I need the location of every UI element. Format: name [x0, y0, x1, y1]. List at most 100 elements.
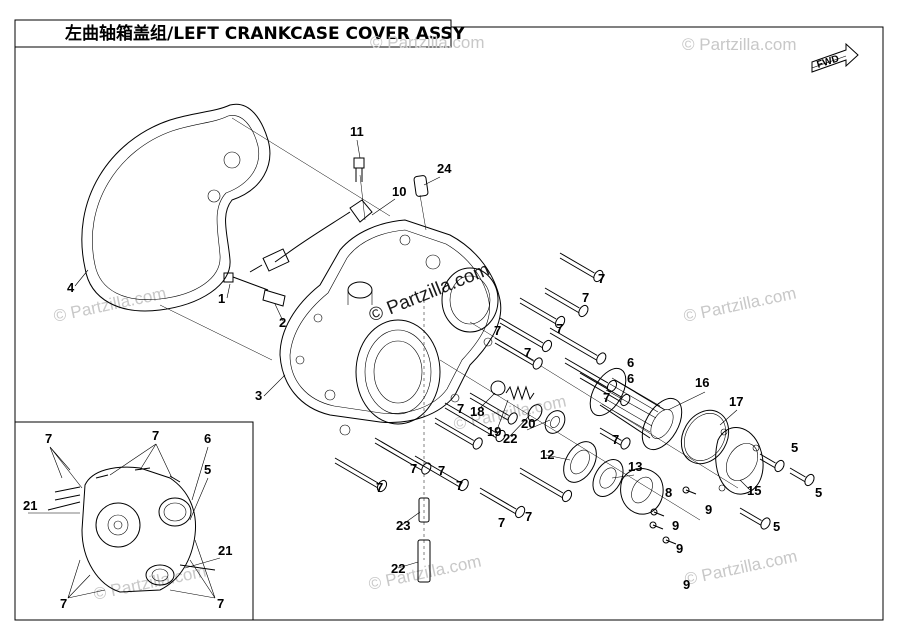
- bolt-head: [458, 478, 469, 492]
- callout-label: 2: [279, 315, 286, 330]
- watermark: © Partzilla.com: [682, 35, 797, 54]
- plate-part-8: [620, 468, 664, 515]
- callout-label: 15: [747, 483, 761, 498]
- filter-cover-part-16: [715, 427, 764, 495]
- diagram-frame: [14, 26, 884, 621]
- callout-label: 7: [410, 461, 417, 476]
- bolt-shaft: [479, 487, 517, 515]
- bolt-head: [495, 429, 506, 443]
- bolt-shaft: [414, 455, 460, 488]
- washer-part-19: [527, 404, 543, 422]
- bolt-head: [532, 357, 543, 370]
- bolt-part-1: [223, 272, 269, 291]
- callout-label: 13: [628, 459, 642, 474]
- bolt-shaft: [374, 437, 423, 471]
- oil-filter-part-14: [589, 367, 683, 451]
- bolt-shaft: [559, 252, 595, 279]
- watermark: © Partzilla.com: [682, 284, 798, 326]
- title-box: [14, 19, 452, 48]
- callout-label: 19: [487, 424, 501, 439]
- callout-label: 7: [457, 401, 464, 416]
- callout-label: 7: [498, 515, 505, 530]
- bolt-shaft: [499, 317, 544, 349]
- bolt-shaft: [564, 357, 609, 389]
- bolt-set-part-7: [334, 252, 815, 530]
- callout-label: 7: [582, 290, 589, 305]
- callout-label: 24: [437, 161, 452, 176]
- callout-label: 7: [525, 509, 532, 524]
- o-ring-part-15: [680, 409, 730, 465]
- inset-callout: 6: [204, 431, 211, 446]
- callout-label: 5: [815, 485, 822, 500]
- forward-arrow-icon: FWD: [811, 42, 859, 73]
- callout-label: 3: [255, 388, 262, 403]
- center-watermark: © Partzilla.com: [366, 259, 493, 326]
- callout-label: 9: [676, 541, 683, 556]
- bolt-head: [620, 393, 631, 407]
- callout-label: 10: [392, 184, 406, 199]
- bolt-head: [593, 269, 604, 283]
- gasket-part-4: [81, 103, 271, 312]
- inset-callout: 7: [152, 428, 159, 443]
- bolt-head: [774, 459, 785, 473]
- bolt-head: [472, 437, 483, 450]
- bolt-shaft: [494, 337, 534, 366]
- callout-label: 1: [218, 291, 225, 306]
- callout-label: 11: [350, 124, 364, 139]
- ball-part-17: [490, 380, 506, 396]
- watermark-layer: © Partzilla.com © Partzilla.com © Partzi…: [52, 33, 799, 604]
- bolt-head: [606, 379, 618, 393]
- callout-label: 7: [603, 390, 610, 405]
- bolt-head: [804, 473, 815, 487]
- bolt-head: [760, 517, 771, 530]
- callout-label: 7: [438, 463, 445, 478]
- assembly-guide-lines: [159, 117, 739, 560]
- seal-part-13: [592, 459, 624, 497]
- bolt-part-11: [353, 157, 365, 182]
- inset-frame: [14, 421, 254, 621]
- diagram-title: 左曲轴箱盖组/LEFT CRANKCASE COVER ASSY: [65, 23, 466, 44]
- bolt-head: [376, 479, 388, 493]
- callout-label: 16: [695, 375, 709, 390]
- bolt-shaft: [519, 297, 557, 325]
- callout-label: 9: [683, 577, 690, 592]
- callout-label: 8: [665, 485, 672, 500]
- bolt-head: [578, 304, 589, 318]
- bolt-shaft: [444, 402, 497, 439]
- callout-label: 7: [524, 345, 531, 360]
- bolt-shaft: [579, 372, 622, 403]
- callout-label: 17: [729, 394, 743, 409]
- watermark: © Partzilla.com: [683, 547, 799, 589]
- bolt-part-9: [649, 486, 697, 545]
- bolt-shaft: [599, 427, 622, 446]
- callout-label: 7: [456, 478, 463, 493]
- callout-label: 7: [612, 432, 619, 447]
- bolt-head: [596, 352, 607, 365]
- bolt-head: [541, 339, 553, 353]
- bearing-part-12: [563, 441, 597, 483]
- callout-label: 7: [556, 321, 563, 336]
- callout-label: 6: [627, 355, 634, 370]
- callout-label: 12: [540, 447, 554, 462]
- inset-callout: 5: [204, 462, 211, 477]
- dowel-part-24: [413, 175, 429, 197]
- callout-label: 5: [791, 440, 798, 455]
- bolt-head: [620, 437, 631, 450]
- callout-label: 20: [521, 416, 535, 431]
- inset-callout: 7: [60, 596, 67, 611]
- callout-label: 7: [494, 323, 501, 338]
- bolt-shaft: [739, 507, 762, 526]
- bolt-shaft: [469, 392, 509, 421]
- callout-label: 22: [391, 561, 405, 576]
- plug-part-20: [544, 410, 566, 434]
- bolt-head: [421, 462, 432, 475]
- spring-part-18: [505, 385, 535, 401]
- inset-callout: 7: [45, 431, 52, 446]
- pin-part-23: [418, 497, 430, 523]
- bolt-shaft: [334, 457, 379, 489]
- fwd-label: FWD: [816, 53, 841, 71]
- callout-label: 5: [773, 519, 780, 534]
- bolt-shaft: [789, 467, 806, 483]
- callout-label: 18: [470, 404, 484, 419]
